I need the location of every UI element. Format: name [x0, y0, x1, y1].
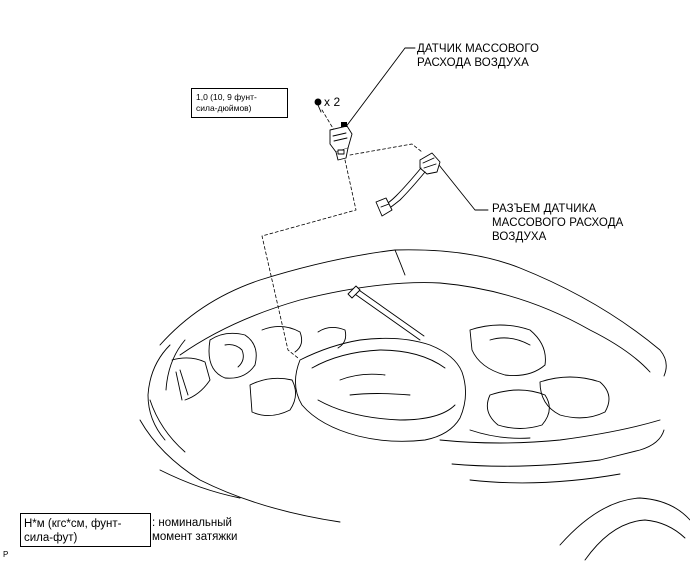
- torque-spec-value: 1,0 (10, 9 фунт- сила-дюймов): [196, 92, 257, 113]
- corner-mark: P: [3, 550, 9, 559]
- front-body: [139, 399, 665, 523]
- maf-sensor-icon: [329, 122, 353, 161]
- legend-key-box: Н*м (кгс*см, фунт- сила-фут): [20, 513, 151, 547]
- hood-outline: [159, 249, 667, 377]
- legend-key-text: Н*м (кгс*см, фунт- сила-фут): [24, 518, 122, 544]
- engine-cover: [295, 337, 466, 442]
- wheel-arch: [559, 497, 690, 561]
- maf-connector-label: РАЗЪЕМ ДАТЧИКА МАССОВОГО РАСХОДА ВОЗДУХА: [492, 203, 624, 243]
- right-engine-components: [469, 324, 610, 439]
- left-engine-components: [171, 326, 347, 416]
- legend-description: : номинальный момент затяжки: [152, 517, 238, 543]
- maf-connector-leader-line: [434, 159, 489, 211]
- left-fender: [147, 339, 186, 441]
- torque-spec-box: 1,0 (10, 9 фунт- сила-дюймов): [191, 88, 288, 118]
- maf-connector-icon: [375, 152, 441, 217]
- maf-sensor-leader-line: [344, 47, 416, 129]
- bolt-icon: [314, 98, 322, 113]
- hood-rod: [347, 285, 425, 341]
- bolt-count-label: x 2: [324, 95, 341, 109]
- maf-sensor-label: ДАТЧИК МАССОВОГО РАСХОДА ВОЗДУХА: [417, 43, 540, 69]
- assembly-dashed-lines: [261, 109, 423, 359]
